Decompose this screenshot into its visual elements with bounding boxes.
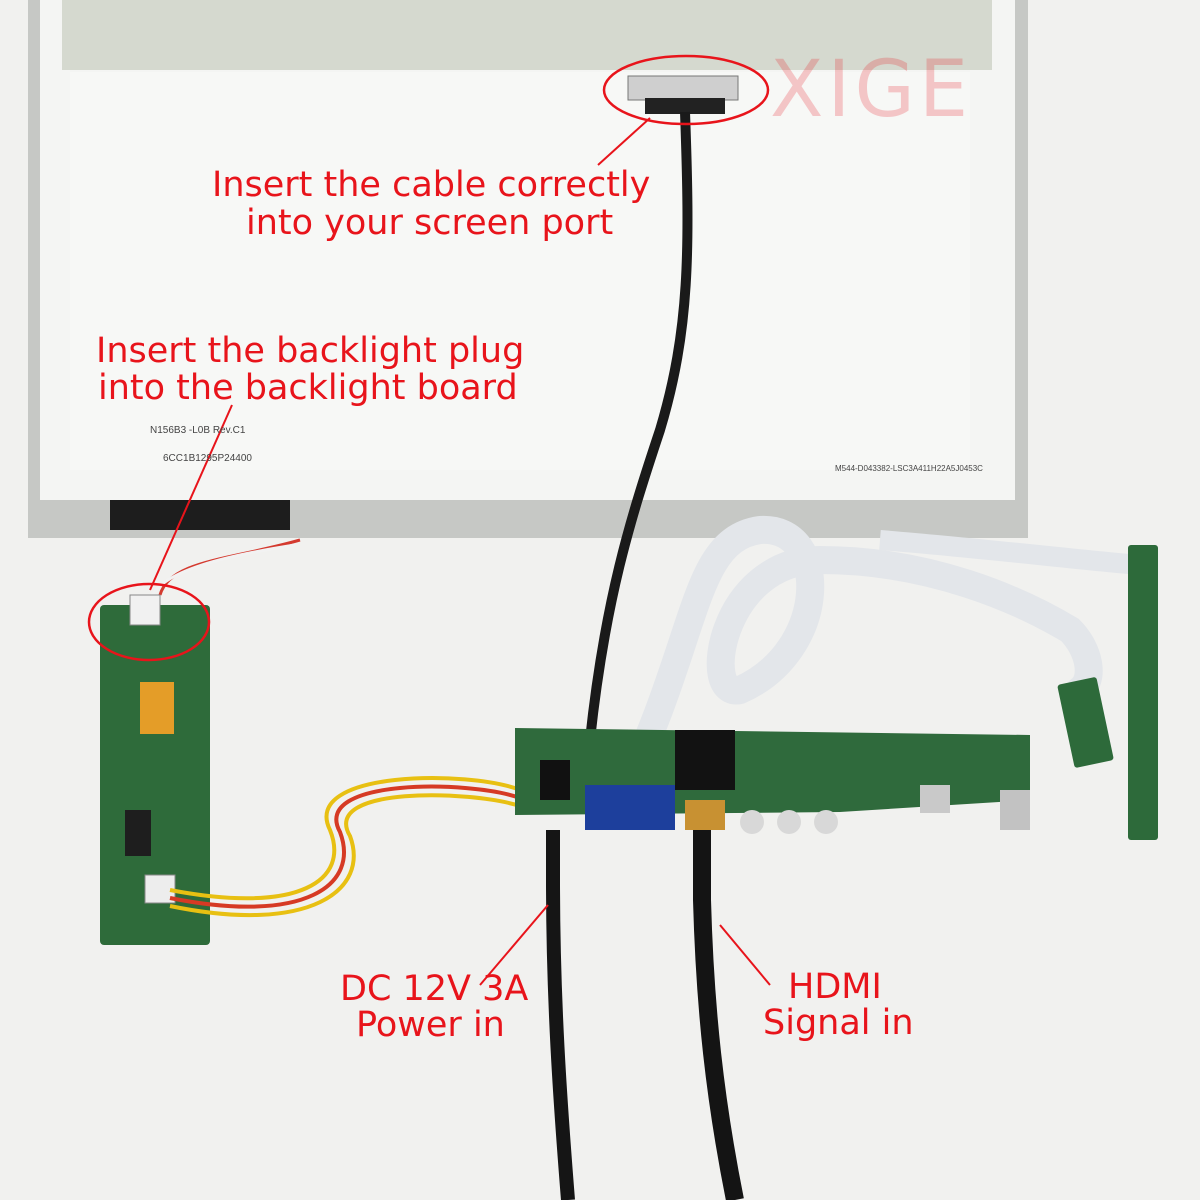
backlight-instruction-line-2: into the backlight board xyxy=(98,368,518,408)
inverter-harness xyxy=(169,776,521,901)
hdmi-instruction-line-2: Signal in xyxy=(763,1003,914,1043)
watermark: XIGE xyxy=(770,45,973,135)
backlight-instruction-line-1: Insert the backlight plug xyxy=(96,331,525,371)
ribbon-cable xyxy=(606,515,1103,814)
lvds-cable xyxy=(585,111,693,741)
panel-barcode-label: M544-D043382-LSC3A411H22A5J0453C xyxy=(835,464,983,473)
backlight-plug-highlight-circle xyxy=(87,582,211,662)
power-instruction-line-1: DC 12V 3A xyxy=(340,969,529,1009)
power-instruction-line-2: Power in xyxy=(356,1005,505,1045)
cable-instruction-line-1: Insert the cable correctly xyxy=(212,165,651,205)
panel-connector xyxy=(627,75,739,114)
controller-board xyxy=(515,728,1030,834)
panel-serial-label: 6CC1B1295P24400 xyxy=(163,453,252,464)
power-pointer-line xyxy=(479,904,549,986)
lcd-panel xyxy=(28,0,1028,538)
hdmi-cable xyxy=(693,830,744,1200)
keypad-board xyxy=(1057,545,1158,840)
hdmi-instruction-line-1: HDMI xyxy=(788,967,882,1007)
hdmi-pointer-line xyxy=(719,924,771,986)
inverter-board xyxy=(100,594,210,945)
backlight-pointer-line xyxy=(149,404,233,591)
connector-highlight-circle xyxy=(602,54,770,126)
cable-pointer-line xyxy=(597,117,651,166)
cable-instruction-line-2: into your screen port xyxy=(246,203,614,243)
panel-model-label: N156B3 -L0B Rev.C1 xyxy=(150,425,246,436)
power-cable xyxy=(546,830,575,1200)
